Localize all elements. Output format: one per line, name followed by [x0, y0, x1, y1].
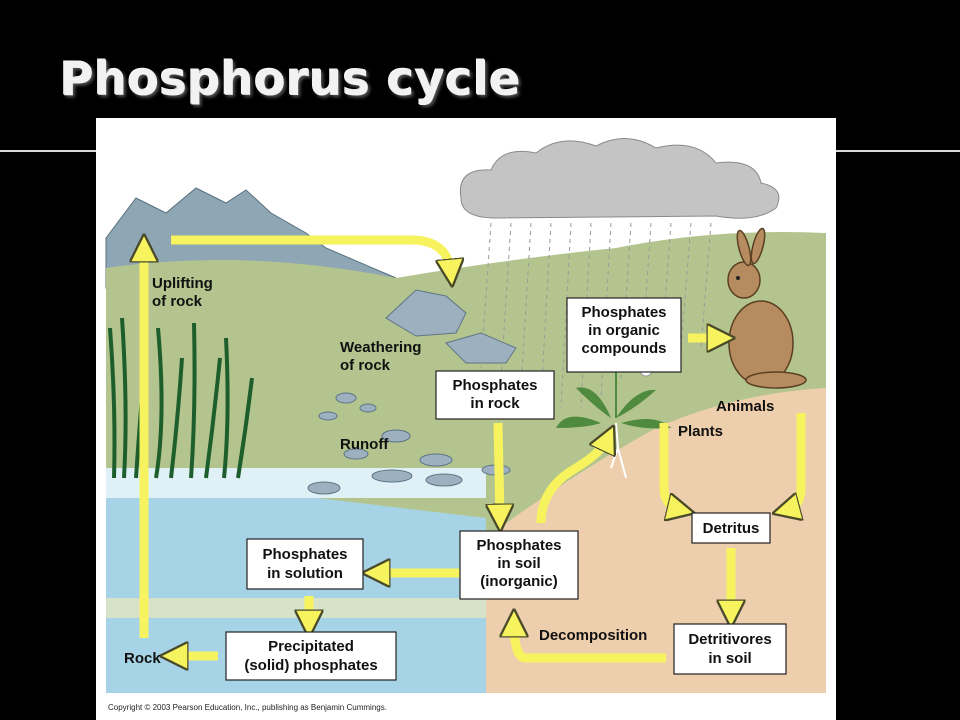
water-surface [106, 468, 486, 498]
svg-text:in soil: in soil [708, 650, 751, 667]
svg-text:(solid) phosphates: (solid) phosphates [244, 657, 377, 674]
box-phosphates-rock: Phosphates in rock [435, 370, 555, 420]
slide-title: Phosphorus cycle [60, 52, 522, 106]
svg-text:in soil: in soil [497, 555, 540, 572]
label-runoff: Runoff [340, 436, 389, 453]
svg-text:Detritivores: Detritivores [688, 631, 771, 648]
diagram-panel: Uplifting of rock Weathering of rock Run… [96, 118, 836, 720]
runoff-stones [307, 464, 511, 495]
box-precipitated: Precipitated (solid) phosphates [225, 631, 397, 681]
rabbit [727, 227, 807, 389]
plant [556, 357, 671, 479]
box-detritivores: Detritivores in soil [673, 623, 787, 675]
label-rock: Rock [124, 650, 161, 667]
phosphorus-cycle-diagram: Uplifting of rock Weathering of rock Run… [105, 128, 826, 712]
label-weathering-1: Weathering [340, 339, 421, 356]
svg-text:compounds: compounds [582, 340, 667, 357]
label-animals: Animals [716, 398, 774, 415]
arrows [144, 240, 806, 658]
box-phosphates-soil: Phosphates in soil (inorganic) [459, 530, 579, 600]
svg-text:in organic: in organic [588, 322, 660, 339]
label-weathering-2: of rock [340, 357, 391, 374]
label-plants: Plants [678, 423, 723, 440]
svg-text:in solution: in solution [267, 565, 343, 582]
sediment [106, 598, 486, 618]
svg-text:Detritus: Detritus [703, 520, 760, 537]
svg-text:Phosphates: Phosphates [452, 377, 537, 394]
label-decomposition: Decomposition [539, 627, 647, 644]
copyright: Copyright © 2003 Pearson Education, Inc.… [108, 703, 387, 712]
svg-text:(inorganic): (inorganic) [480, 573, 558, 590]
svg-text:Phosphates: Phosphates [581, 304, 666, 321]
cloud [459, 137, 780, 219]
label-uplifting-2: of rock [152, 293, 203, 310]
svg-text:Precipitated: Precipitated [268, 638, 354, 655]
svg-text:Phosphates: Phosphates [262, 546, 347, 563]
box-phosphates-solution: Phosphates in solution [246, 538, 364, 590]
label-uplifting-1: Uplifting [152, 275, 213, 292]
box-detritus: Detritus [691, 512, 771, 544]
svg-text:Phosphates: Phosphates [476, 537, 561, 554]
box-phosphates-organic: Phosphates in organic compounds [566, 297, 682, 373]
svg-text:in rock: in rock [470, 395, 520, 412]
